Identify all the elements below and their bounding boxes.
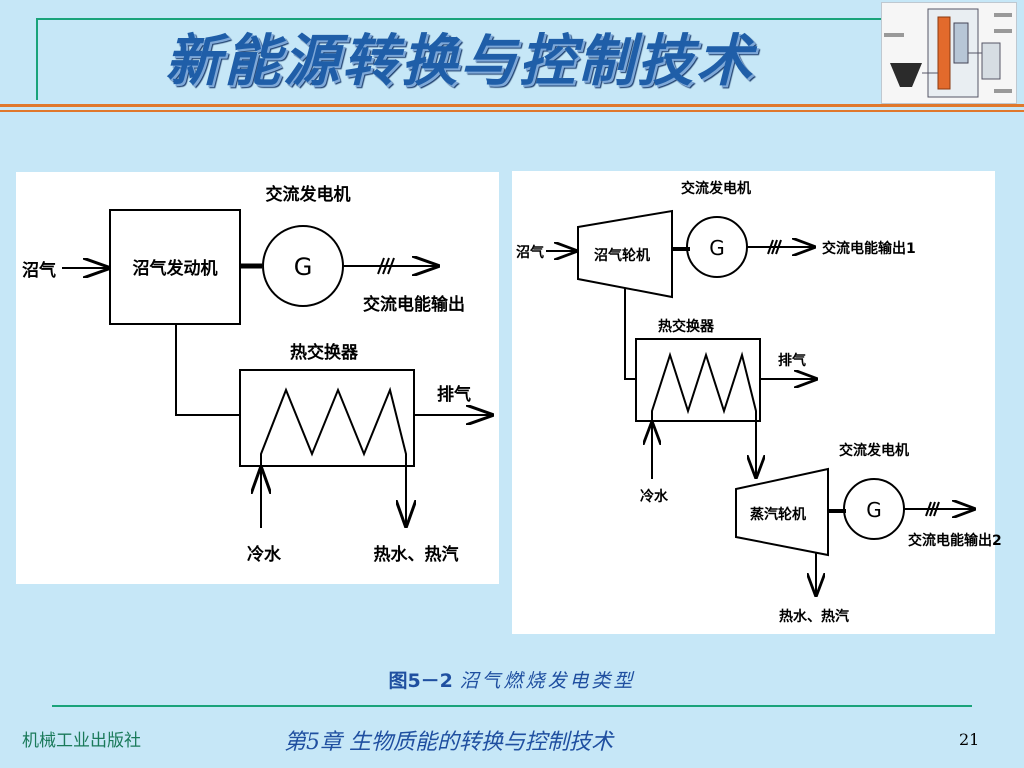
right-input-label: 沼气: [516, 244, 544, 261]
biogas-engine-diagram: 沼气 沼气发动机 交流发电机 G 交流电能输出 热交换器 排气 冷水 热水、热汽: [22, 184, 499, 565]
right-exhaust-pipe: [624, 288, 636, 380]
right-generator2-symbol: G: [866, 498, 882, 522]
title-underline: [0, 104, 1024, 107]
right-diagram-panel: 沼气 沼气轮机 交流发电机 G 交流电能输出1 热交换器 排气 冷水 蒸汽轮机: [512, 171, 1002, 634]
left-generator-label: 交流发电机: [266, 184, 351, 205]
figure-caption-text: 沼气燃烧发电类型: [459, 670, 636, 692]
left-generator-symbol: G: [294, 253, 313, 281]
left-cold-water-label: 冷水: [247, 544, 282, 565]
right-heat-exchanger-label: 热交换器: [658, 318, 715, 335]
steam-turbine-label: 蒸汽轮机: [750, 506, 806, 523]
figure-caption-number: 图5－2: [388, 670, 460, 692]
right-heat-exchanger-coil: [651, 351, 757, 421]
biogas-engine-label: 沼气发动机: [133, 258, 218, 279]
left-diagram-panel: 沼气 沼气发动机 交流发电机 G 交流电能输出 热交换器 排气 冷水 热水、热汽: [16, 172, 499, 584]
left-heat-exchanger-box: [239, 369, 415, 467]
right-output1-label: 交流电能输出1: [822, 240, 916, 257]
right-output2-label: 交流电能输出2: [908, 532, 1002, 549]
biogas-turbine-shape: [577, 209, 673, 299]
footer-divider: [52, 705, 972, 707]
left-output-label: 交流电能输出: [363, 294, 465, 315]
slide-title: 新能源转换与控制技术: [165, 29, 755, 94]
right-exhaust-label: 排气: [778, 352, 806, 369]
left-exhaust-pipe: [175, 324, 240, 416]
title-frame: [36, 18, 900, 100]
biogas-turbine-diagram: 沼气 沼气轮机 交流发电机 G 交流电能输出1 热交换器 排气 冷水 蒸汽轮机: [516, 180, 1002, 625]
chapter-title: 第5章 生物质能的转换与控制技术: [284, 730, 613, 755]
boiler-thumbnail-image: [881, 2, 1017, 104]
right-hot-output-label: 热水、热汽: [779, 608, 849, 625]
left-heat-exchanger-coil: [260, 386, 407, 466]
page-number: 21: [959, 730, 980, 749]
publisher-name: 机械工业出版社: [22, 731, 141, 751]
right-generator1-symbol: G: [709, 236, 725, 260]
left-heat-exchanger-label: 热交换器: [290, 342, 359, 363]
steam-turbine-shape: [735, 467, 829, 557]
figure-caption: 图5－2 沼气燃烧发电类型: [0, 666, 1024, 693]
left-generator-circle: [262, 225, 344, 307]
left-exhaust-label: 排气: [437, 384, 471, 405]
right-generator2-label: 交流发电机: [839, 442, 909, 459]
boiler-illustration: [884, 8, 1012, 98]
right-generator1-label: 交流发电机: [681, 180, 751, 197]
left-input-label: 沼气: [22, 260, 56, 281]
left-hot-output-label: 热水、热汽: [374, 544, 459, 565]
biogas-turbine-label: 沼气轮机: [594, 247, 650, 264]
title-underline-thin: [0, 110, 1024, 112]
right-cold-water-label: 冷水: [640, 488, 669, 505]
